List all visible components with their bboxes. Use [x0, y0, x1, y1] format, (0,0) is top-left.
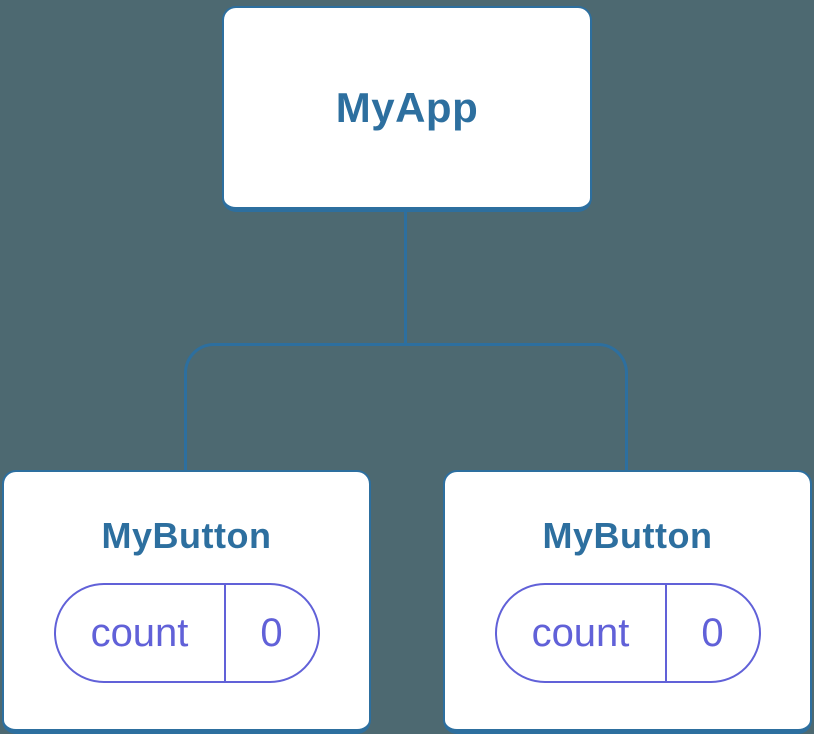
state-key-label: count [90, 610, 189, 655]
state-key-label: count [531, 610, 630, 655]
node-mybutton-left: MyButton count 0 [2, 470, 371, 734]
node-myapp-label: MyApp [335, 83, 479, 131]
node-mybutton-left-label: MyButton [101, 515, 272, 556]
connector-branch-fork [184, 343, 628, 470]
node-myapp: MyApp [222, 6, 592, 212]
state-pill-left: count 0 [53, 583, 320, 684]
node-mybutton-right-label: MyButton [542, 515, 713, 556]
node-mybutton-right: MyButton count 0 [443, 470, 812, 734]
state-value-label: 0 [664, 585, 759, 682]
state-pill-right: count 0 [494, 583, 761, 684]
connector-root-stem [404, 211, 407, 345]
state-value-label: 0 [223, 585, 318, 682]
